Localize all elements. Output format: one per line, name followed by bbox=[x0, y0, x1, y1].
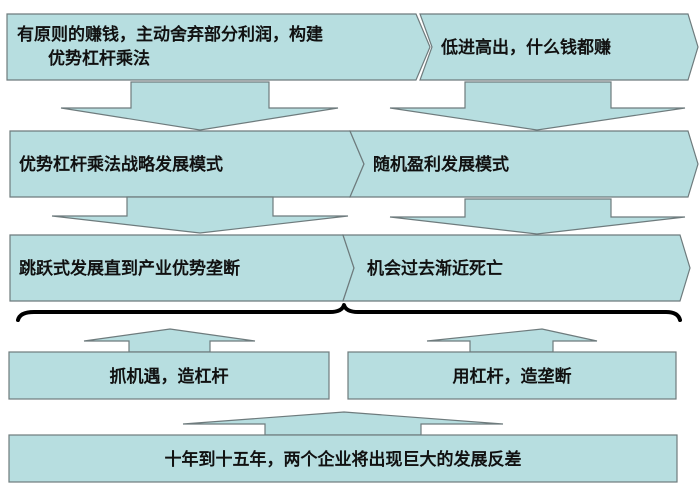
label-leap-development: 跳跃式发展直到产业优势垄断 bbox=[19, 258, 240, 279]
down-arrow-left-1 bbox=[60, 81, 339, 131]
up-arrow-left bbox=[83, 328, 256, 353]
chevron-principled-profit bbox=[6, 13, 431, 81]
up-arrow-right bbox=[426, 328, 598, 353]
box-seize-opportunity bbox=[8, 351, 330, 400]
down-arrow-right-2 bbox=[389, 198, 686, 235]
up-arrow-bottom bbox=[182, 411, 504, 436]
down-arrow-left-2 bbox=[51, 196, 349, 234]
label-gradual-death: 机会过去渐近死亡 bbox=[367, 258, 503, 279]
down-arrow-right-1 bbox=[389, 81, 686, 131]
label-low-in-high-out: 低进高出，什么钱都赚 bbox=[440, 37, 611, 58]
box-use-leverage bbox=[347, 351, 677, 400]
chevron-random-profit bbox=[349, 130, 699, 198]
chevron-gradual-death bbox=[342, 234, 691, 302]
label-principled-profit-line1: 有原则的赚钱，主动舍弃部分利润，构建 bbox=[17, 24, 323, 45]
label-use-leverage: 用杠杆，造垄断 bbox=[453, 366, 572, 387]
label-leverage-strategy: 优势杠杆乘法战略发展模式 bbox=[19, 154, 223, 175]
label-random-profit: 随机盈利发展模式 bbox=[373, 154, 509, 175]
label-divergence: 十年到十五年，两个企业将出现巨大的发展反差 bbox=[165, 449, 522, 470]
label-seize-opportunity: 抓机遇，造杠杆 bbox=[110, 366, 229, 387]
curly-brace bbox=[16, 303, 682, 322]
box-divergence bbox=[8, 434, 678, 483]
chevron-low-in-high-out bbox=[419, 13, 699, 81]
label-principled-profit-line2: 优势杠杆乘法 bbox=[48, 48, 150, 69]
